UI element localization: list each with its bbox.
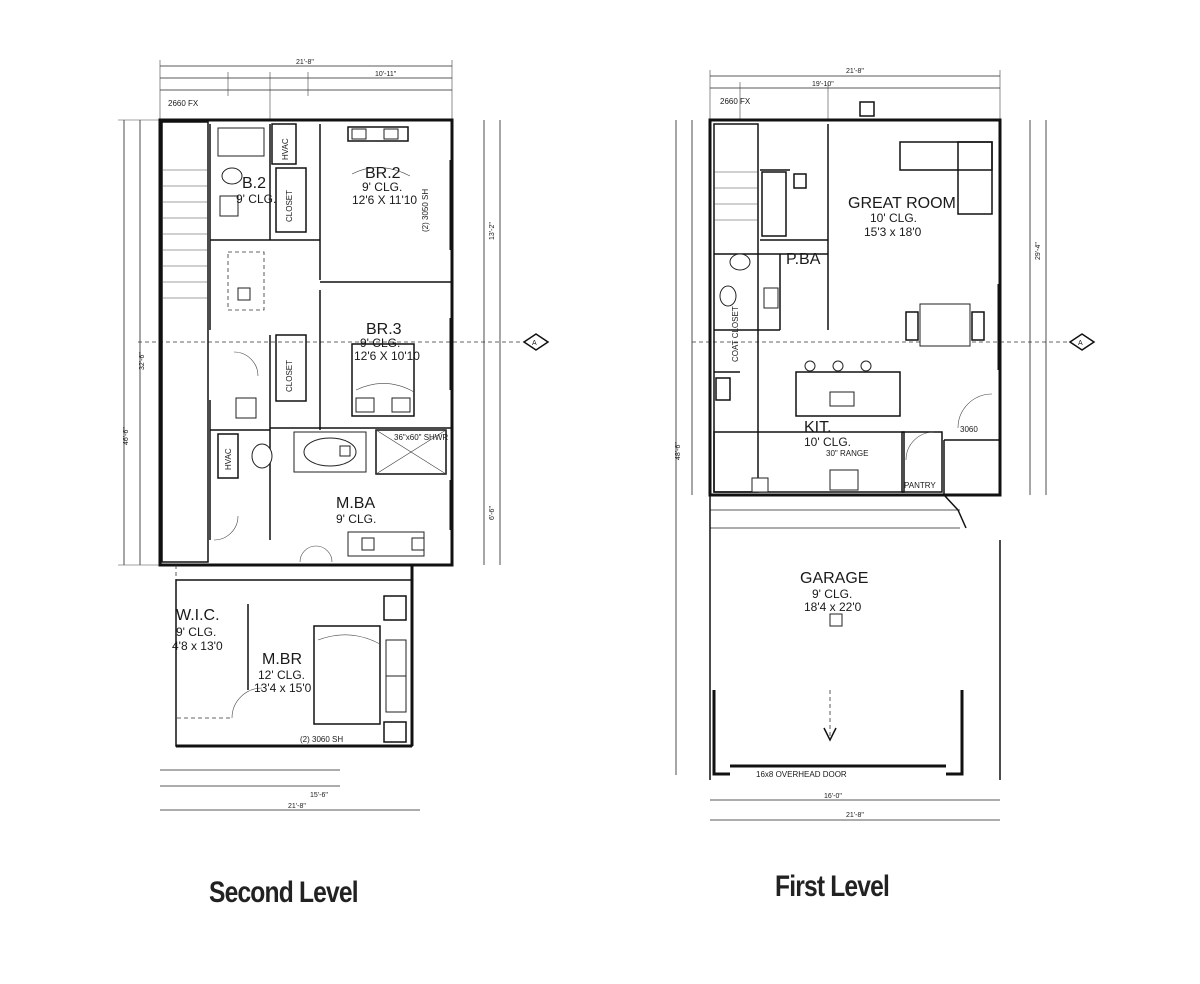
garage-name: GARAGE [800,570,868,587]
hvac-label-b: HVAC [224,448,233,470]
dim-gr-width: 19'-10" [812,81,834,88]
svg-text:2660 FX: 2660 FX [720,97,751,106]
garage-size: 18'4 x 22'0 [804,600,862,614]
first-level-plan: 21'-8" 19'-10" 2660 FX 48'-6" A [675,68,1096,821]
b2-name: B.2 [242,175,266,192]
dim-32-second: 32'-6" [139,352,146,370]
shower-label: 36"x60" SHWR [394,433,448,442]
svg-text:13'-2": 13'-2" [489,222,496,240]
dim-total-second: 46'-6" [123,427,130,445]
br2-name: BR.2 [365,165,401,182]
closet-label-a: CLOSET [285,190,294,222]
dim-top-first: 21'-8" [846,68,864,75]
mba-name: M.BA [336,495,375,512]
dim-mid-first: 29'-4" [1035,242,1042,260]
second-level-caption: Second Level [209,876,359,909]
dim-top-second: 21'-8" [296,59,314,66]
pantry-label: PANTRY [904,481,936,490]
wic-name: W.I.C. [176,607,220,624]
br3-size: 12'6 X 10'10 [354,349,420,363]
door-3060-label: 3060 [960,425,978,434]
kit-name: KIT. [804,419,832,436]
first-level-caption: First Level [775,870,890,903]
wic-ceiling: 9' CLG. [176,625,216,639]
kit-ceiling: 10' CLG. [804,435,851,449]
svg-text:A: A [532,340,537,347]
closet-label-b: CLOSET [285,360,294,392]
mbr-name: M.BR [262,651,302,668]
svg-text:2660 FX: 2660 FX [168,99,199,108]
great-room-ceiling: 10' CLG. [870,211,917,225]
br2-ceiling: 9' CLG. [362,180,402,194]
mbr-ceiling: 12' CLG. [258,668,305,682]
garage-ceiling: 9' CLG. [812,587,852,601]
br3-name: BR.3 [366,321,402,338]
br2-size: 12'6 X 11'10 [352,193,417,207]
mbr-window: (2) 3060 SH [300,735,343,744]
mbr-size: 13'4 x 15'0 [254,681,312,695]
great-room-size: 15'3 x 18'0 [864,225,922,239]
br2-window: (2) 3050 SH [421,189,430,232]
dim-br2-width: 10'-11" [375,71,397,78]
dim-ttl-second: 15'-6" [310,792,328,799]
wic-size: 4'8 x 13'0 [172,639,223,653]
garage-door-label: 16x8 OVERHEAD DOOR [756,770,847,779]
great-room-name: GREAT ROOM [848,195,956,212]
coat-label: COAT CLOSET [731,306,740,362]
second-level-plan: 21'-8" 10'-11" 2660 FX 46'-6" 32'-6" A [118,59,550,811]
b2-ceiling: 9' CLG. [236,192,276,206]
dim-garage-door: 16'-0" [824,793,842,800]
dim-bottom-first: 21'-8" [846,812,864,819]
br3-ceiling: 9' CLG. [360,336,400,350]
svg-text:A: A [1078,340,1083,347]
dim-bottom-second: 21'-8" [288,803,306,810]
kit-range: 30" RANGE [826,449,868,458]
dim-total-first: 48'-6" [675,442,682,460]
mba-ceiling: 9' CLG. [336,512,376,526]
svg-text:6'-6": 6'-6" [489,506,496,520]
pba-name: P.BA [786,251,821,268]
hvac-label-a: HVAC [281,138,290,160]
